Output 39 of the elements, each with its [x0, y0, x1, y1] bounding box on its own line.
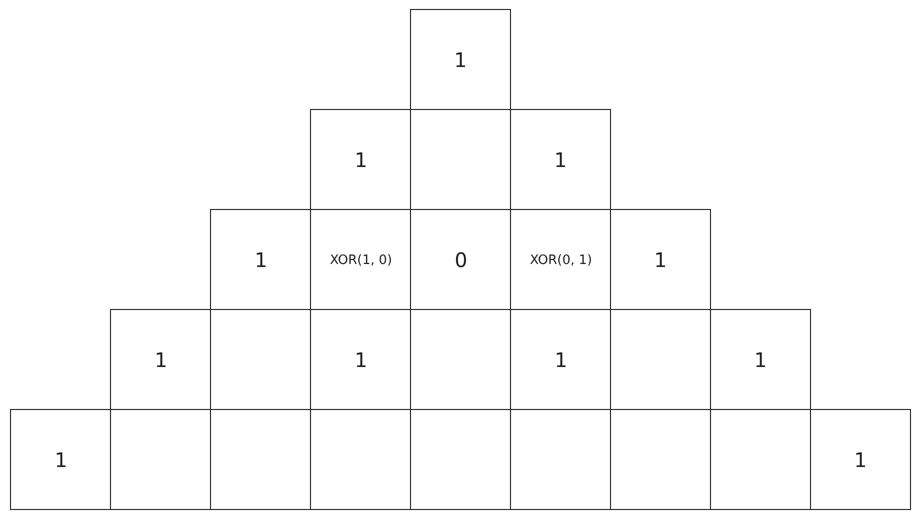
grid-cell — [510, 109, 611, 210]
cell-value: 1 — [154, 348, 168, 372]
grid-cell — [510, 409, 611, 510]
grid-cell — [710, 309, 811, 410]
cell-value: 1 — [54, 448, 68, 472]
cell-value: XOR(1, 0) — [330, 252, 392, 268]
cell-value: 1 — [254, 248, 268, 272]
cell-value: 1 — [654, 248, 667, 272]
grid-cell — [410, 209, 511, 310]
cell-value: 1 — [454, 48, 467, 72]
grid-cell — [410, 9, 511, 110]
cell-value: 1 — [354, 348, 368, 372]
cell-value: XOR(0, 1) — [530, 252, 592, 268]
grid-cell — [610, 209, 711, 310]
grid-cell — [410, 409, 511, 510]
cell-value: 1 — [354, 148, 368, 172]
cell-value: 1 — [554, 348, 568, 372]
grid-cell — [210, 209, 311, 310]
grid-cell — [710, 409, 811, 510]
grid-cell — [310, 109, 411, 210]
grid-cell — [610, 309, 711, 410]
grid-cell — [810, 409, 911, 510]
cell-value: 1 — [554, 148, 567, 172]
grid-cell — [210, 309, 311, 410]
cell-value: 1 — [854, 448, 867, 472]
cell-value: 1 — [754, 348, 767, 372]
grid-cell — [610, 409, 711, 510]
grid-cell — [510, 209, 611, 310]
grid-cell — [410, 109, 511, 210]
grid-cell — [310, 209, 411, 310]
grid-cell — [310, 309, 411, 410]
grid-cell — [10, 409, 111, 510]
grid-cell — [510, 309, 611, 410]
grid-cell — [210, 409, 311, 510]
grid-cell — [410, 309, 511, 410]
cell-value: 0 — [454, 248, 468, 272]
grid-cell — [110, 409, 211, 510]
grid-cell — [310, 409, 411, 510]
grid-cell — [110, 309, 211, 410]
